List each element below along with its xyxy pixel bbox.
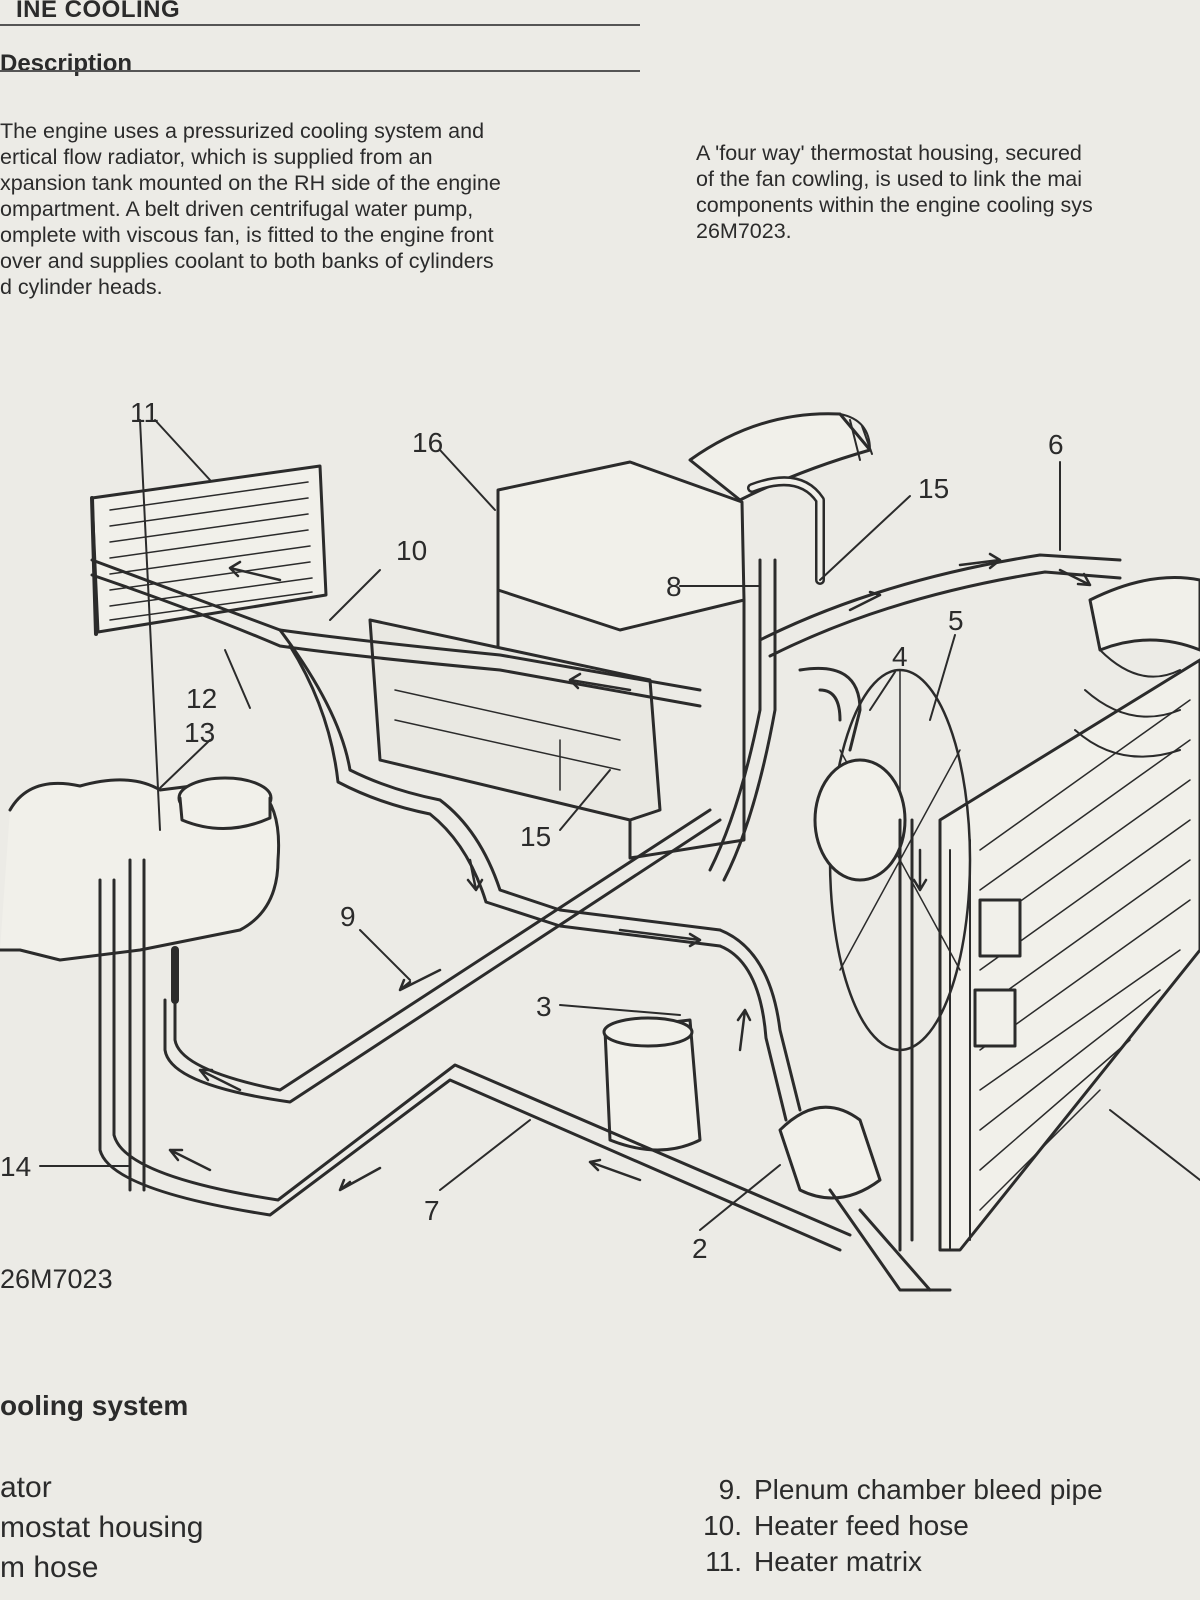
intro-line: The engine uses a pressurized cooling sy… — [0, 119, 485, 143]
list-item-text: Heater feed hose — [754, 1510, 969, 1541]
intro-paragraph-right: A 'four way' thermostat housing, secured… — [696, 140, 1196, 244]
callout-12: 12 — [186, 683, 217, 714]
cooling-system-diagram: 11 16 10 8 15 6 5 4 12 13 15 9 3 14 7 2 — [0, 397, 1200, 1292]
callout-4: 4 — [892, 641, 908, 672]
list-item: 11. Heater matrix — [680, 1544, 1103, 1580]
intro-line: d cylinder heads. — [0, 275, 163, 299]
callout-7: 7 — [424, 1195, 440, 1226]
title-rule — [0, 24, 640, 26]
cooling-system-heading: ooling system — [0, 1390, 189, 1421]
list-item-text: Plenum chamber bleed pipe — [754, 1474, 1103, 1505]
intro-line: components within the engine cooling sys — [696, 193, 1093, 217]
list-item-number: 11. — [705, 1546, 742, 1577]
radiator-drawing — [938, 576, 1200, 1252]
expansion-tank-drawing — [0, 776, 281, 1004]
air-intake-drawing — [688, 412, 873, 585]
flow-arrows — [168, 552, 1092, 1192]
figure-code: 26M7023 — [0, 1264, 113, 1294]
callout-5: 5 — [948, 605, 964, 636]
list-item-number: 10. — [703, 1510, 742, 1541]
water-pump-drawing — [778, 1105, 952, 1292]
list-item: ator — [0, 1471, 52, 1504]
coolant-hoses — [90, 553, 1122, 1252]
intro-line: 26M7023. — [696, 219, 792, 243]
list-item: m hose — [0, 1551, 99, 1584]
section-title: INE COOLING — [16, 0, 181, 23]
intro-line: of the fan cowling, is used to link the … — [696, 167, 1083, 191]
callout-15-top: 15 — [918, 473, 949, 504]
intro-line: xpansion tank mounted on the RH side of … — [0, 171, 501, 195]
engine-block-drawing — [368, 460, 746, 860]
callout-9: 9 — [340, 901, 356, 932]
list-item-number: 9. — [718, 1474, 742, 1505]
intro-line: ompartment. A belt driven centrifugal wa… — [0, 197, 474, 221]
intro-line: A 'four way' thermostat housing, secured — [696, 141, 1082, 165]
intro-line: ertical flow radiator, which is supplied… — [0, 145, 433, 169]
callout-14: 14 — [0, 1151, 31, 1182]
intro-paragraph-left: The engine uses a pressurized cooling sy… — [0, 118, 630, 300]
list-item: 9. Plenum chamber bleed pipe — [680, 1472, 1103, 1508]
viscous-fan-drawing — [813, 668, 972, 1052]
callout-16: 16 — [412, 427, 443, 458]
list-item: mostat housing — [0, 1511, 204, 1544]
component-list-right: 9. Plenum chamber bleed pipe 10. Heater fe… — [680, 1472, 1103, 1580]
callout-15-mid: 15 — [520, 821, 551, 852]
list-item-text: Heater matrix — [754, 1546, 923, 1577]
component-list-left: ator mostat housing m hose — [0, 1468, 203, 1588]
callout-6: 6 — [1048, 429, 1064, 460]
heater-matrix-drawing — [90, 464, 328, 636]
leader-lines — [39, 419, 1200, 1231]
intro-line: omplete with viscous fan, is fitted to t… — [0, 223, 494, 247]
description-heading: Description — [0, 50, 133, 77]
callout-13: 13 — [184, 717, 215, 748]
callout-2: 2 — [692, 1233, 708, 1264]
list-item: 10. Heater feed hose — [680, 1508, 1103, 1544]
callout-10: 10 — [396, 535, 427, 566]
callout-11: 11 — [130, 397, 159, 428]
intro-line: over and supplies coolant to both banks … — [0, 249, 494, 273]
oil-filter-drawing — [602, 1016, 702, 1152]
callout-8: 8 — [666, 571, 682, 602]
heading-rule — [0, 70, 640, 72]
callout-3: 3 — [536, 991, 552, 1022]
